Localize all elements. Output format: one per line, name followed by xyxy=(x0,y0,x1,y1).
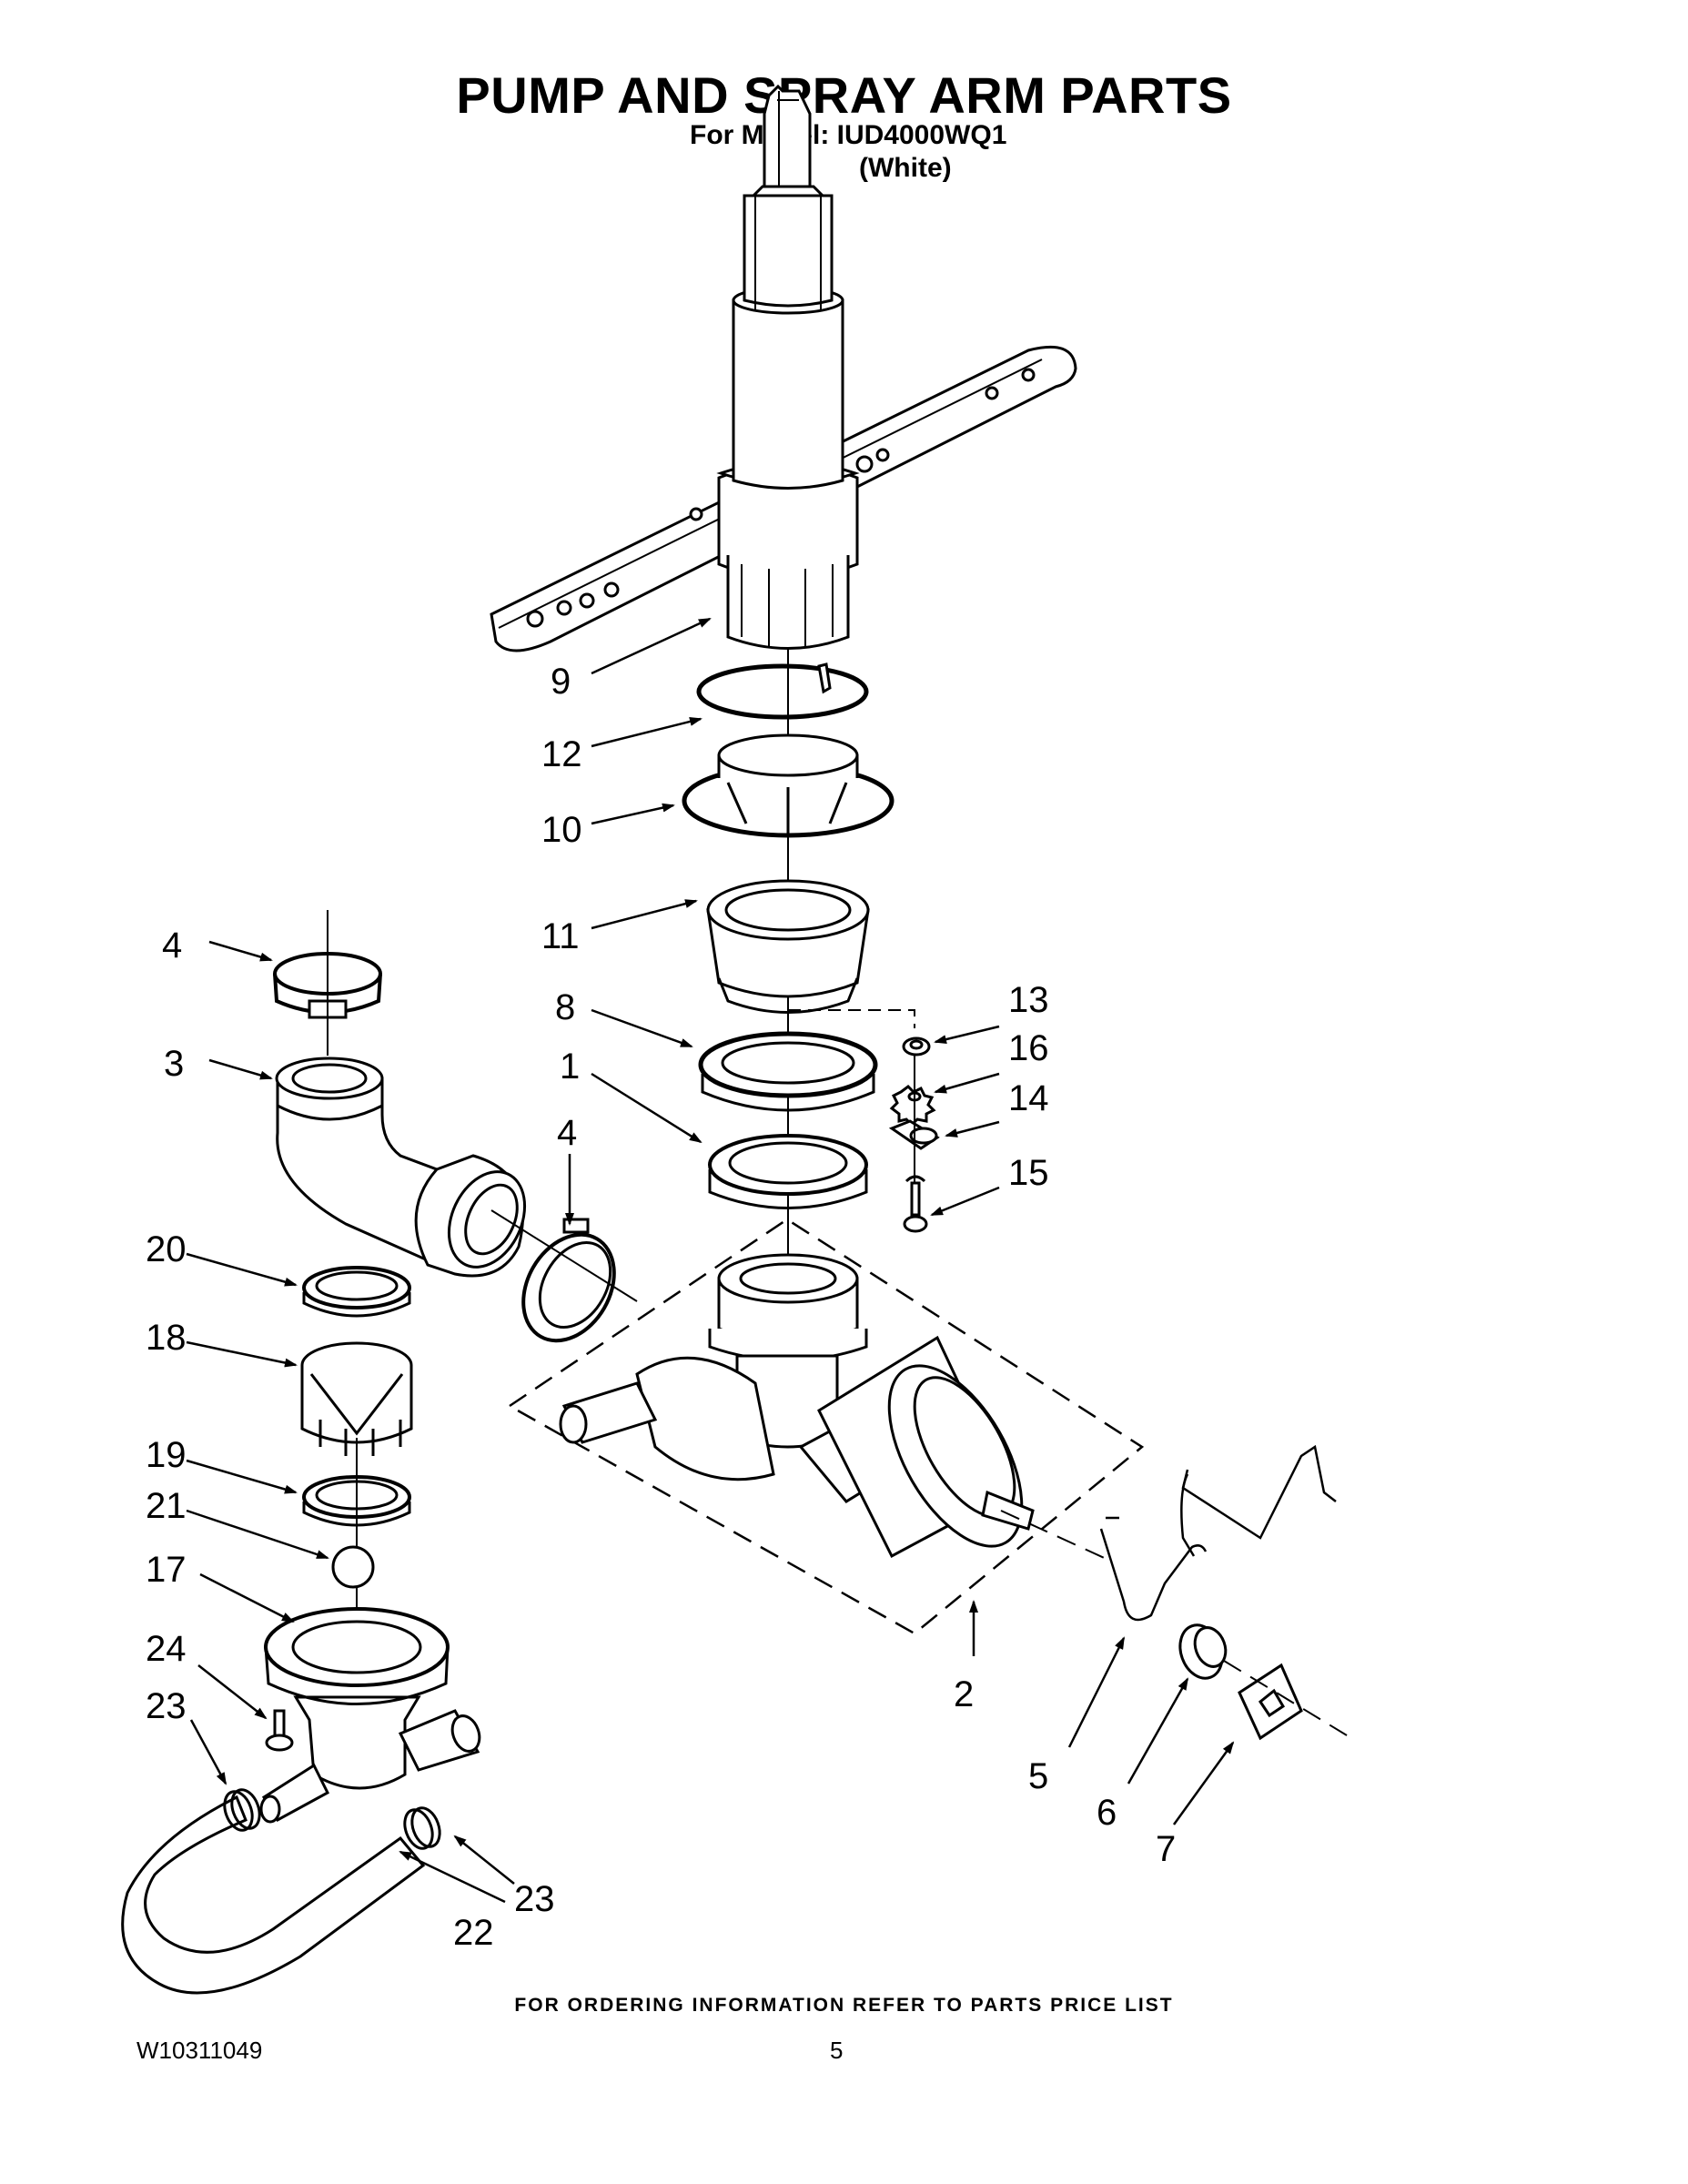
part-7-plate xyxy=(1223,1660,1352,1741)
callout-4-upper: 4 xyxy=(162,925,182,966)
callout-11: 11 xyxy=(541,916,580,956)
callout-15: 15 xyxy=(1008,1153,1049,1193)
part-10-manifold xyxy=(682,733,895,838)
callout-19: 19 xyxy=(146,1435,187,1475)
callout-8: 8 xyxy=(555,987,575,1027)
callout-20: 20 xyxy=(146,1229,187,1269)
part-9-lower-spray-arm xyxy=(490,84,1077,652)
model-variant: (White) xyxy=(859,153,952,183)
part-2-pump-motor-assembly xyxy=(507,1218,1145,1635)
part-17-sump-housing xyxy=(259,1607,481,1824)
part-5-wire-bracket xyxy=(1099,1444,1337,1622)
part-15-screw xyxy=(903,1175,928,1233)
part-6-grommet xyxy=(1178,1623,1228,1680)
callout-1: 1 xyxy=(560,1046,580,1087)
part-24-screw xyxy=(265,1709,294,1752)
callout-3: 3 xyxy=(164,1044,184,1084)
callout-21: 21 xyxy=(146,1486,187,1526)
callout-14: 14 xyxy=(1008,1078,1049,1118)
ordering-note: FOR ORDERING INFORMATION REFER TO PARTS … xyxy=(514,1995,1174,2016)
callout-6: 6 xyxy=(1097,1793,1117,1833)
part-22-drain-hose xyxy=(121,1795,426,1995)
part-11-cup xyxy=(706,879,870,1014)
part-20-seal-ring xyxy=(302,1266,411,1318)
callout-13: 13 xyxy=(1008,980,1049,1020)
callout-5: 5 xyxy=(1028,1756,1048,1796)
model-number: For Model: IUD4000WQ1 xyxy=(690,120,1007,150)
callout-7: 7 xyxy=(1156,1829,1176,1869)
callout-10: 10 xyxy=(541,810,582,850)
document-number: W10311049 xyxy=(136,2037,263,2064)
callout-18: 18 xyxy=(146,1318,187,1358)
part-8-seal-ring xyxy=(698,1031,878,1112)
callout-9: 9 xyxy=(551,662,571,702)
part-4-hose-clamp-upper xyxy=(273,910,382,1056)
callout-12: 12 xyxy=(541,734,582,774)
part-19-seal-ring xyxy=(302,1438,411,1638)
part-12-retaining-ring xyxy=(696,662,869,720)
callout-23-right: 23 xyxy=(514,1879,555,1919)
callout-2: 2 xyxy=(954,1674,974,1714)
part-23-clamp-right xyxy=(403,1806,441,1850)
callout-4-lower: 4 xyxy=(557,1113,577,1153)
page-title: PUMP AND SPRAY ARM PARTS xyxy=(456,66,1232,124)
part-4-hose-clamp-lower xyxy=(521,1218,616,1343)
part-18-filter xyxy=(300,1341,413,1456)
callout-22: 22 xyxy=(453,1913,494,1953)
part-13-nut xyxy=(902,1036,931,1057)
part-3-elbow-hose xyxy=(275,1057,638,1302)
part-21-check-ball xyxy=(331,1545,375,1589)
callout-16: 16 xyxy=(1008,1028,1049,1068)
callout-17: 17 xyxy=(146,1550,187,1590)
part-23-clamp-left xyxy=(223,1788,261,1832)
callout-24: 24 xyxy=(146,1629,187,1669)
part-16-lock-washer xyxy=(889,1085,936,1127)
part-1-seal xyxy=(708,1134,868,1209)
callout-23-left: 23 xyxy=(146,1686,187,1726)
page-number: 5 xyxy=(830,2037,844,2064)
